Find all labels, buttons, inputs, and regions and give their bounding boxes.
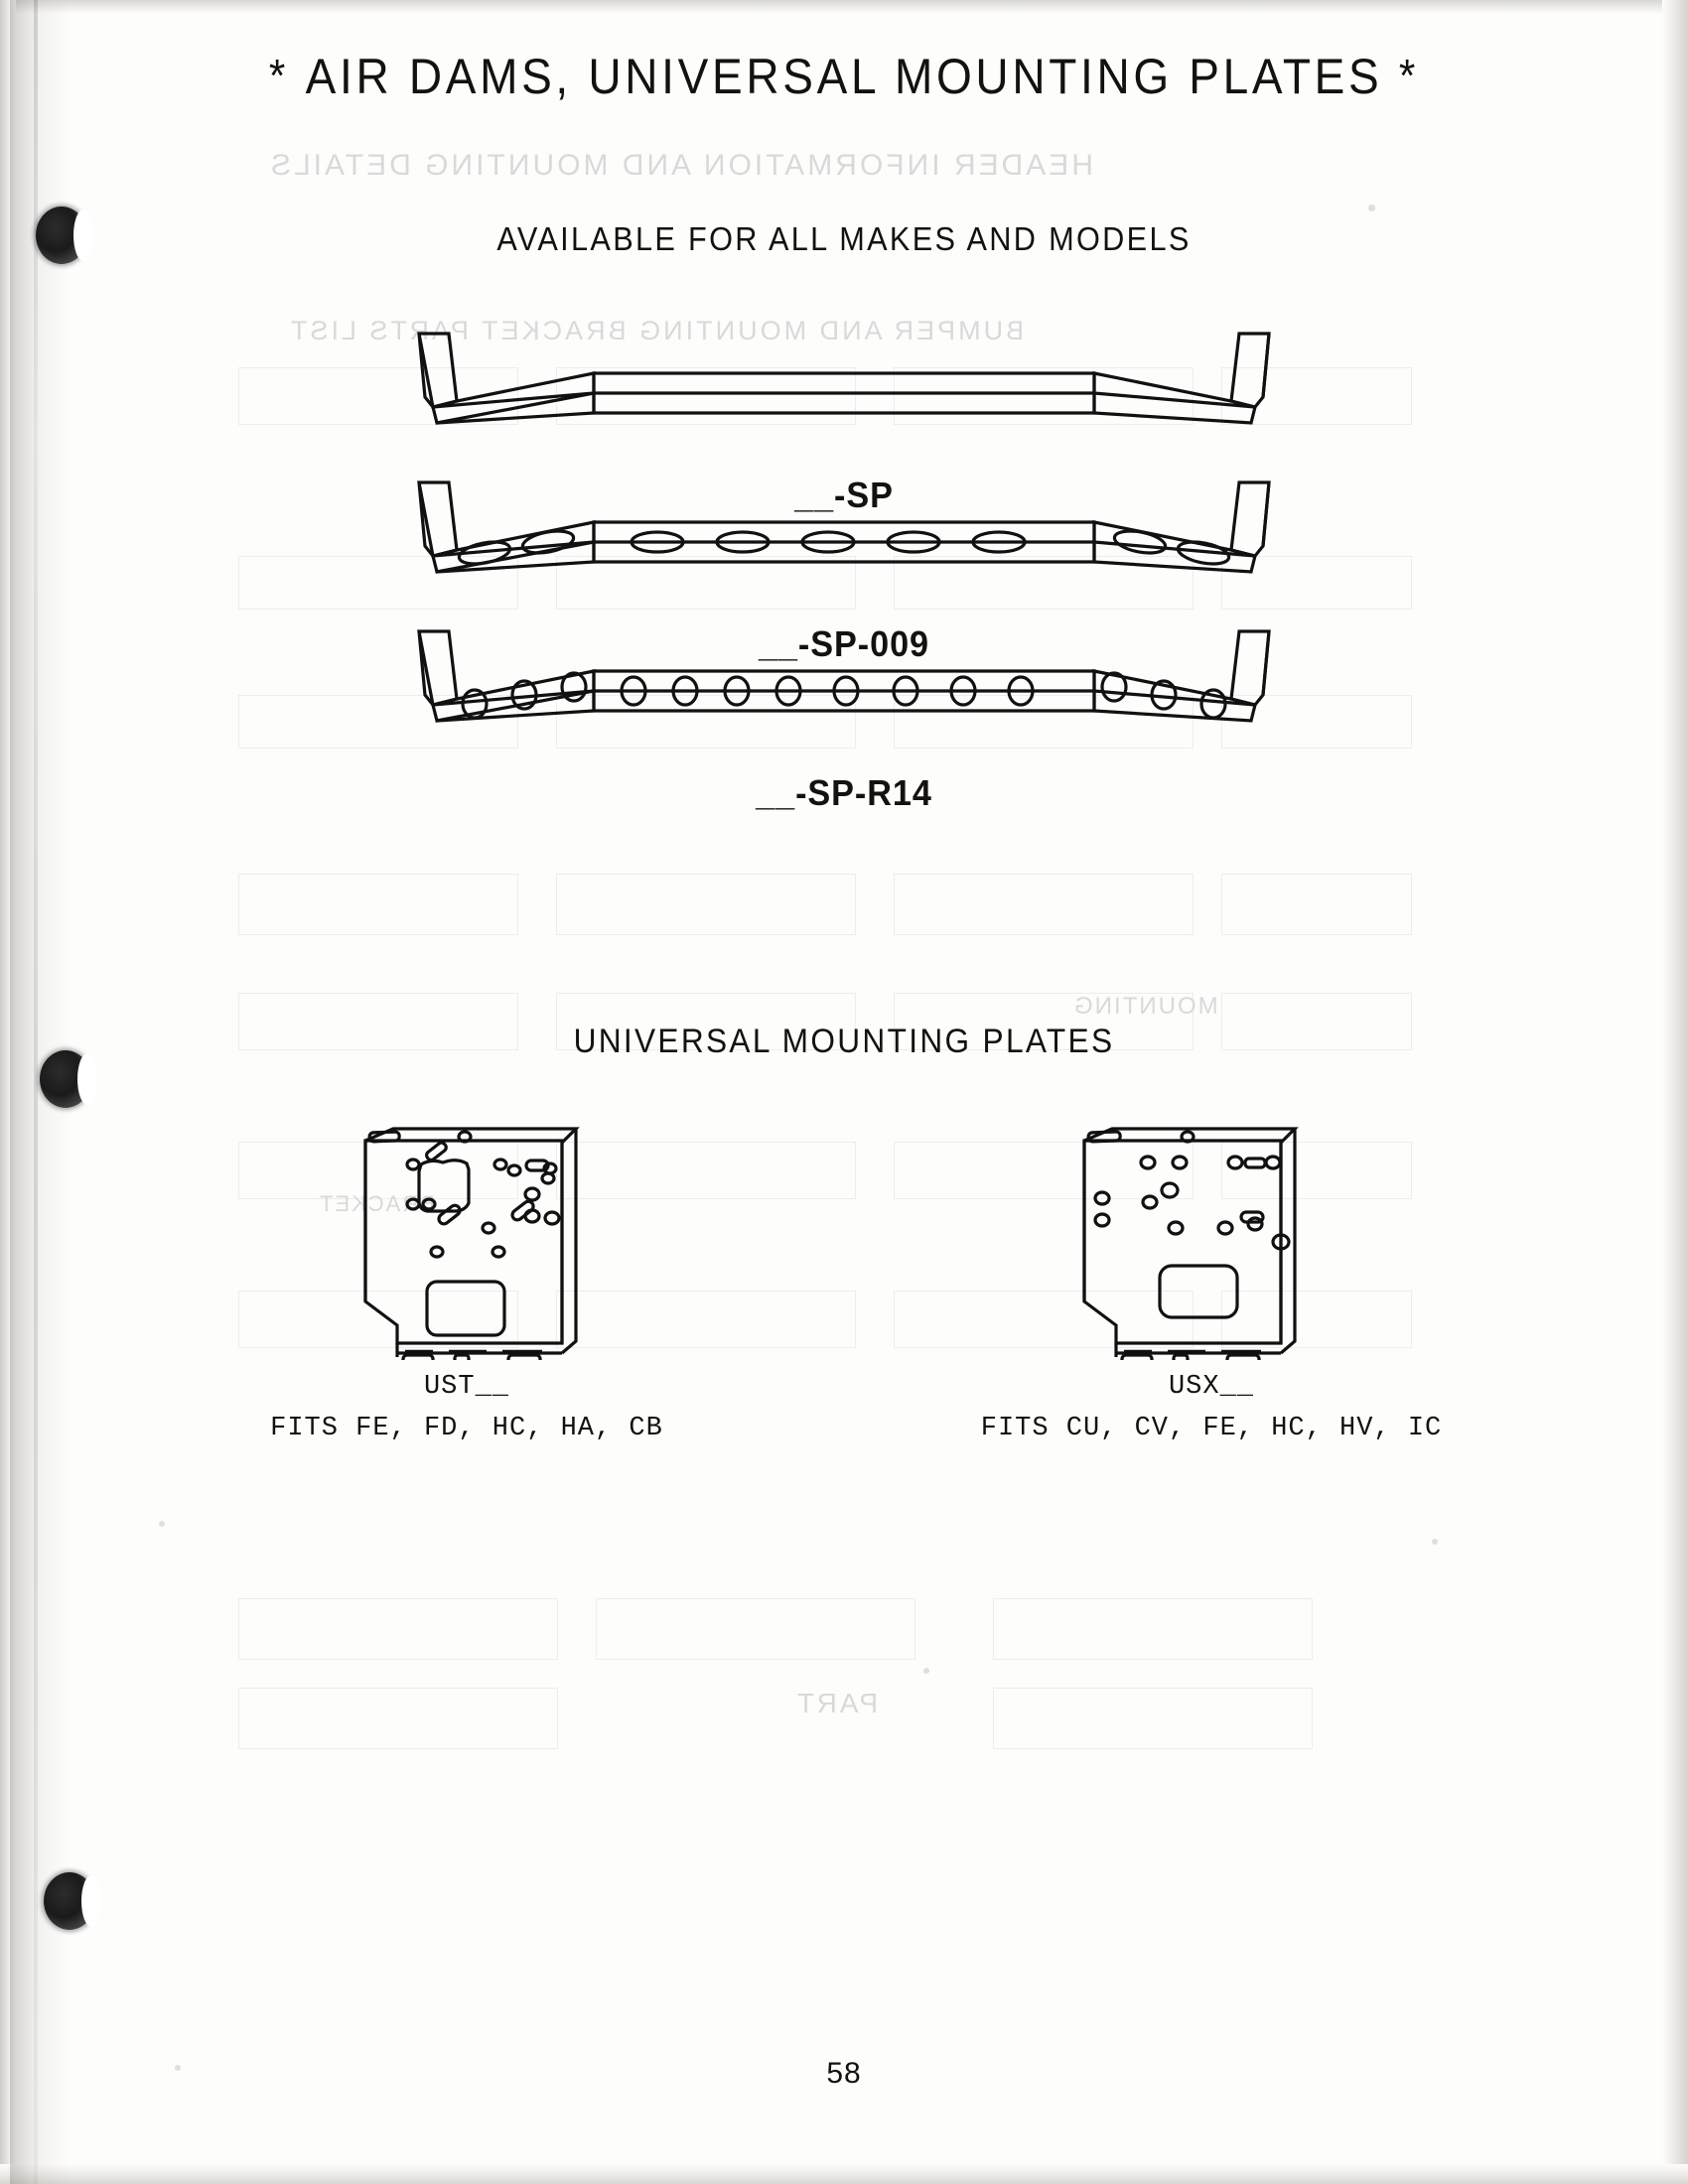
air-dam-label-spr14: __-SP-R14 (756, 772, 932, 813)
bleed-through-artifact (993, 1598, 1313, 1660)
hole-punch-middle (40, 1050, 97, 1108)
hole-punch-top (36, 206, 93, 264)
mounting-plate-part-number-usx: USX__ (1168, 1372, 1254, 1402)
bleed-through-artifact (556, 874, 856, 935)
mounting-plates-heading: UNIVERSAL MOUNTING PLATES (573, 1023, 1115, 1060)
scan-speck (1432, 1539, 1438, 1545)
bleed-through-artifact (993, 1688, 1313, 1749)
bleed-through-artifact (1221, 874, 1412, 935)
air-dam-label-sp: __-SP (794, 475, 894, 515)
air-dam-label-sp009: __-SP-009 (758, 623, 930, 664)
mounting-plate-fits-ust: FITS FE, FD, HC, HA, CB (270, 1414, 663, 1443)
air-dam-drawing-sp (397, 328, 1291, 462)
scan-edge-left (0, 0, 16, 2184)
page-number: 58 (826, 2057, 862, 2090)
bleed-through-artifact (596, 1598, 915, 1660)
scan-edge-right (1662, 0, 1688, 2184)
bleed-through-text: PART (794, 1688, 879, 1718)
mounting-plate-part-number-ust: UST__ (423, 1372, 509, 1402)
page-subtitle: AVAILABLE FOR ALL MAKES AND MODELS (496, 220, 1192, 257)
mounting-plate-caption-ust: UST__ FITS FE, FD, HC, HA, CB (189, 1366, 745, 1449)
page-title: * AIR DAMS, UNIVERSAL MOUNTING PLATES * (68, 48, 1620, 105)
mounting-plate-drawing-usx (1053, 1107, 1301, 1366)
page-edge-curl (34, 0, 38, 2184)
bleed-through-artifact (556, 1291, 856, 1348)
bleed-through-artifact (556, 1142, 856, 1199)
scan-edge-bottom (0, 2164, 1688, 2184)
title-star-right: * (1398, 50, 1420, 101)
bleed-through-text: HEADER INFORMATION AND MOUNTING DETAILS (268, 149, 1093, 182)
mounting-plate-caption-usx: USX__ FITS CU, CV, FE, HC, HV, IC (904, 1366, 1519, 1449)
bleed-through-artifact (238, 1598, 558, 1660)
mounting-plate-fits-usx: FITS CU, CV, FE, HC, HV, IC (980, 1414, 1443, 1443)
scan-speck (1368, 205, 1375, 211)
bleed-through-artifact (238, 874, 518, 935)
bleed-through-text: MOUNTING (1072, 993, 1218, 1020)
hole-punch-bottom (44, 1872, 101, 1930)
scan-speck (923, 1668, 929, 1674)
air-dam-drawing-spr14 (397, 625, 1291, 759)
scan-speck (175, 2065, 181, 2071)
bleed-through-artifact (894, 874, 1194, 935)
scan-speck (159, 1521, 165, 1527)
scan-edge-top (0, 0, 1688, 14)
bleed-through-artifact (238, 1688, 558, 1749)
title-text: AIR DAMS, UNIVERSAL MOUNTING PLATES (305, 49, 1383, 104)
title-star-left: * (268, 50, 290, 101)
mounting-plate-drawing-ust (338, 1107, 586, 1366)
air-dam-drawing-sp009 (397, 477, 1291, 611)
